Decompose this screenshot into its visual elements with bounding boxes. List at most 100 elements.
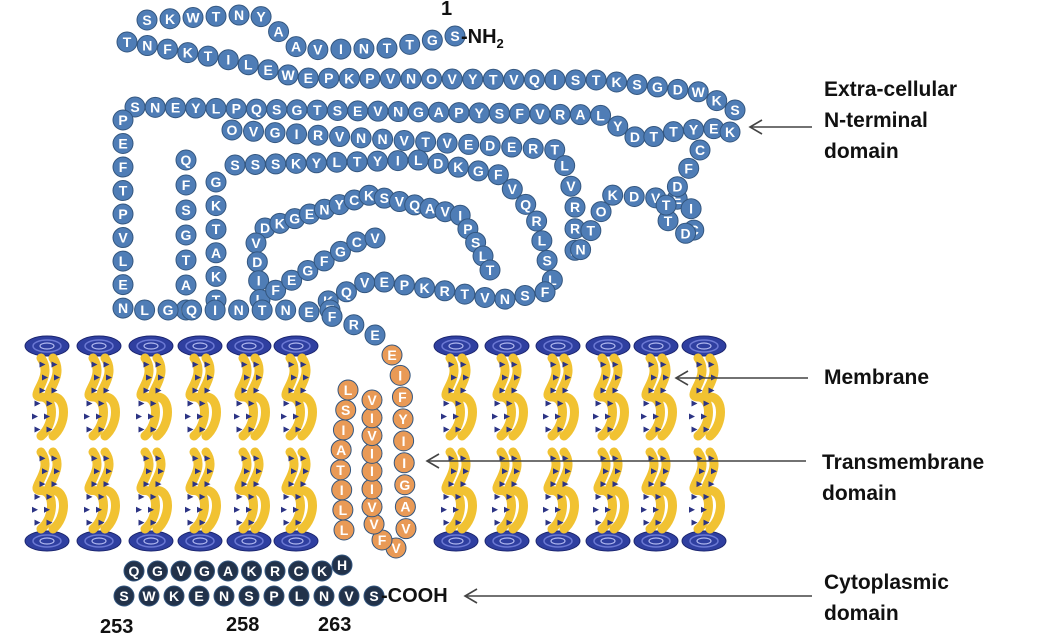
svg-text:I: I bbox=[396, 153, 400, 169]
lipid-head-bottom-3 bbox=[177, 530, 223, 552]
svg-text:S: S bbox=[730, 102, 739, 118]
lipid-head-bottom-6 bbox=[433, 530, 479, 552]
svg-text:V: V bbox=[313, 42, 323, 58]
extracellular-arrow bbox=[748, 119, 812, 135]
svg-text:S: S bbox=[380, 190, 389, 206]
svg-text:S: S bbox=[495, 105, 504, 121]
svg-text:G: G bbox=[302, 262, 313, 278]
ec-row9-residue-7: E bbox=[112, 274, 134, 296]
ec-row6-residue-6: T bbox=[346, 151, 368, 173]
ec-row9-residue-12: I bbox=[204, 299, 226, 321]
lipid-tail-lower-b-8 bbox=[555, 447, 579, 534]
svg-text:S: S bbox=[119, 588, 128, 604]
svg-text:Y: Y bbox=[613, 118, 623, 134]
svg-text:F: F bbox=[119, 159, 128, 175]
svg-text:F: F bbox=[541, 284, 550, 300]
lipid-head-bottom-4 bbox=[226, 530, 272, 552]
lipid-tail-lower-a-4 bbox=[234, 447, 258, 534]
transmembrane-label-line-1: Transmembrane bbox=[822, 451, 985, 474]
lipid-head-bottom-5 bbox=[273, 530, 319, 552]
ec-row3-residue-34: F bbox=[678, 157, 700, 179]
lipid-tail-lower-a-5 bbox=[281, 447, 305, 534]
svg-text:I: I bbox=[370, 410, 374, 426]
ec-row1-residue-3: K bbox=[177, 42, 199, 64]
cyto-bottom-residue-0: S bbox=[113, 585, 135, 607]
svg-text:K: K bbox=[291, 155, 301, 171]
svg-text:E: E bbox=[507, 139, 516, 155]
svg-text:V: V bbox=[249, 123, 259, 139]
lipid-tail-lower-b-0 bbox=[44, 447, 68, 534]
svg-text:K: K bbox=[165, 11, 175, 27]
svg-text:A: A bbox=[434, 104, 444, 120]
svg-text:S: S bbox=[142, 12, 151, 28]
ec-row9-residue-0: P bbox=[112, 109, 134, 131]
svg-text:E: E bbox=[387, 347, 396, 363]
ec-row0-residue-10: N bbox=[353, 38, 375, 60]
svg-text:I: I bbox=[339, 41, 343, 57]
ec-row1-residue-18: T bbox=[482, 68, 504, 90]
ec-row3-residue-35: C bbox=[689, 139, 711, 161]
ec-row9-residue-10: G bbox=[157, 299, 179, 321]
lipid-tail-upper-a-5 bbox=[281, 353, 305, 441]
svg-text:A: A bbox=[336, 442, 346, 458]
tm-left-residue-5: I bbox=[331, 479, 353, 501]
tm-down-residue-1: I bbox=[389, 364, 411, 386]
tm-down-residue-5: I bbox=[393, 452, 415, 474]
ec-row0-residue-11: T bbox=[376, 37, 398, 59]
ec-row3-residue-1: V bbox=[243, 120, 265, 142]
ec-row3-residue-3: I bbox=[286, 123, 308, 145]
cyto-top-residue-4: A bbox=[217, 560, 239, 582]
svg-text:S: S bbox=[272, 101, 281, 117]
ec-row2-residue-10: S bbox=[326, 99, 348, 121]
svg-text:C: C bbox=[293, 563, 303, 579]
membrane-arrow bbox=[674, 370, 808, 386]
lipid-head-top-1 bbox=[76, 335, 122, 357]
lipid-tail-upper-b-2 bbox=[148, 353, 172, 441]
svg-text:E: E bbox=[287, 272, 296, 288]
ec-row6-residue-20: F bbox=[534, 281, 556, 303]
ec-row3-residue-2: G bbox=[264, 122, 286, 144]
svg-text:S: S bbox=[230, 157, 239, 173]
membrane-label: Membrane bbox=[824, 366, 930, 389]
lipid-tail-lower-a-1 bbox=[84, 447, 108, 534]
ec-row2-residue-17: Y bbox=[468, 102, 490, 124]
ec-row6-residue-14: V bbox=[501, 178, 523, 200]
svg-text:N: N bbox=[378, 131, 388, 147]
ec-row3-residue-18: R bbox=[564, 196, 586, 218]
lipid-tail-upper-b-1 bbox=[96, 353, 120, 441]
svg-text:V: V bbox=[651, 190, 661, 206]
svg-text:L: L bbox=[256, 292, 265, 308]
svg-text:E: E bbox=[304, 70, 313, 86]
svg-text:T: T bbox=[650, 129, 659, 145]
lipid-head-top-5 bbox=[273, 335, 319, 357]
svg-text:T: T bbox=[353, 154, 362, 170]
svg-text:V: V bbox=[566, 178, 576, 194]
svg-text:G: G bbox=[152, 563, 163, 579]
svg-text:E: E bbox=[194, 588, 203, 604]
svg-text:T: T bbox=[123, 34, 132, 50]
ec-row4-residue-2: S bbox=[175, 199, 197, 221]
cyto-top-residue-3: G bbox=[194, 560, 215, 582]
lipid-head-top-0 bbox=[24, 335, 70, 357]
svg-text:K: K bbox=[211, 198, 221, 214]
svg-text:V: V bbox=[440, 204, 450, 220]
ec-row6-residue-30: Q bbox=[335, 281, 357, 303]
lipid-tail-upper-b-3 bbox=[197, 353, 221, 441]
ec-row6-residue-11: K bbox=[447, 156, 469, 178]
svg-text:T: T bbox=[486, 262, 495, 278]
svg-text:V: V bbox=[508, 181, 518, 197]
ec-row7-residue-17: T bbox=[479, 259, 501, 281]
svg-text:L: L bbox=[340, 522, 349, 538]
svg-text:A: A bbox=[291, 39, 301, 55]
lipid-tail-upper-a-0 bbox=[32, 353, 56, 441]
svg-text:V: V bbox=[535, 106, 545, 122]
cytoplasmic-label-line-1: Cytoplasmic bbox=[824, 571, 949, 594]
lipid-tail-lower-a-11 bbox=[689, 447, 713, 534]
ec-row3-residue-5: V bbox=[329, 126, 351, 148]
cyto-bottom-residue-1: W bbox=[138, 585, 160, 607]
ec-row2-residue-14: G bbox=[407, 101, 429, 123]
ec-row6-residue-17: L bbox=[531, 230, 553, 252]
svg-text:L: L bbox=[140, 302, 149, 318]
svg-text:V: V bbox=[176, 563, 186, 579]
ec-row3-residue-9: T bbox=[415, 131, 437, 153]
